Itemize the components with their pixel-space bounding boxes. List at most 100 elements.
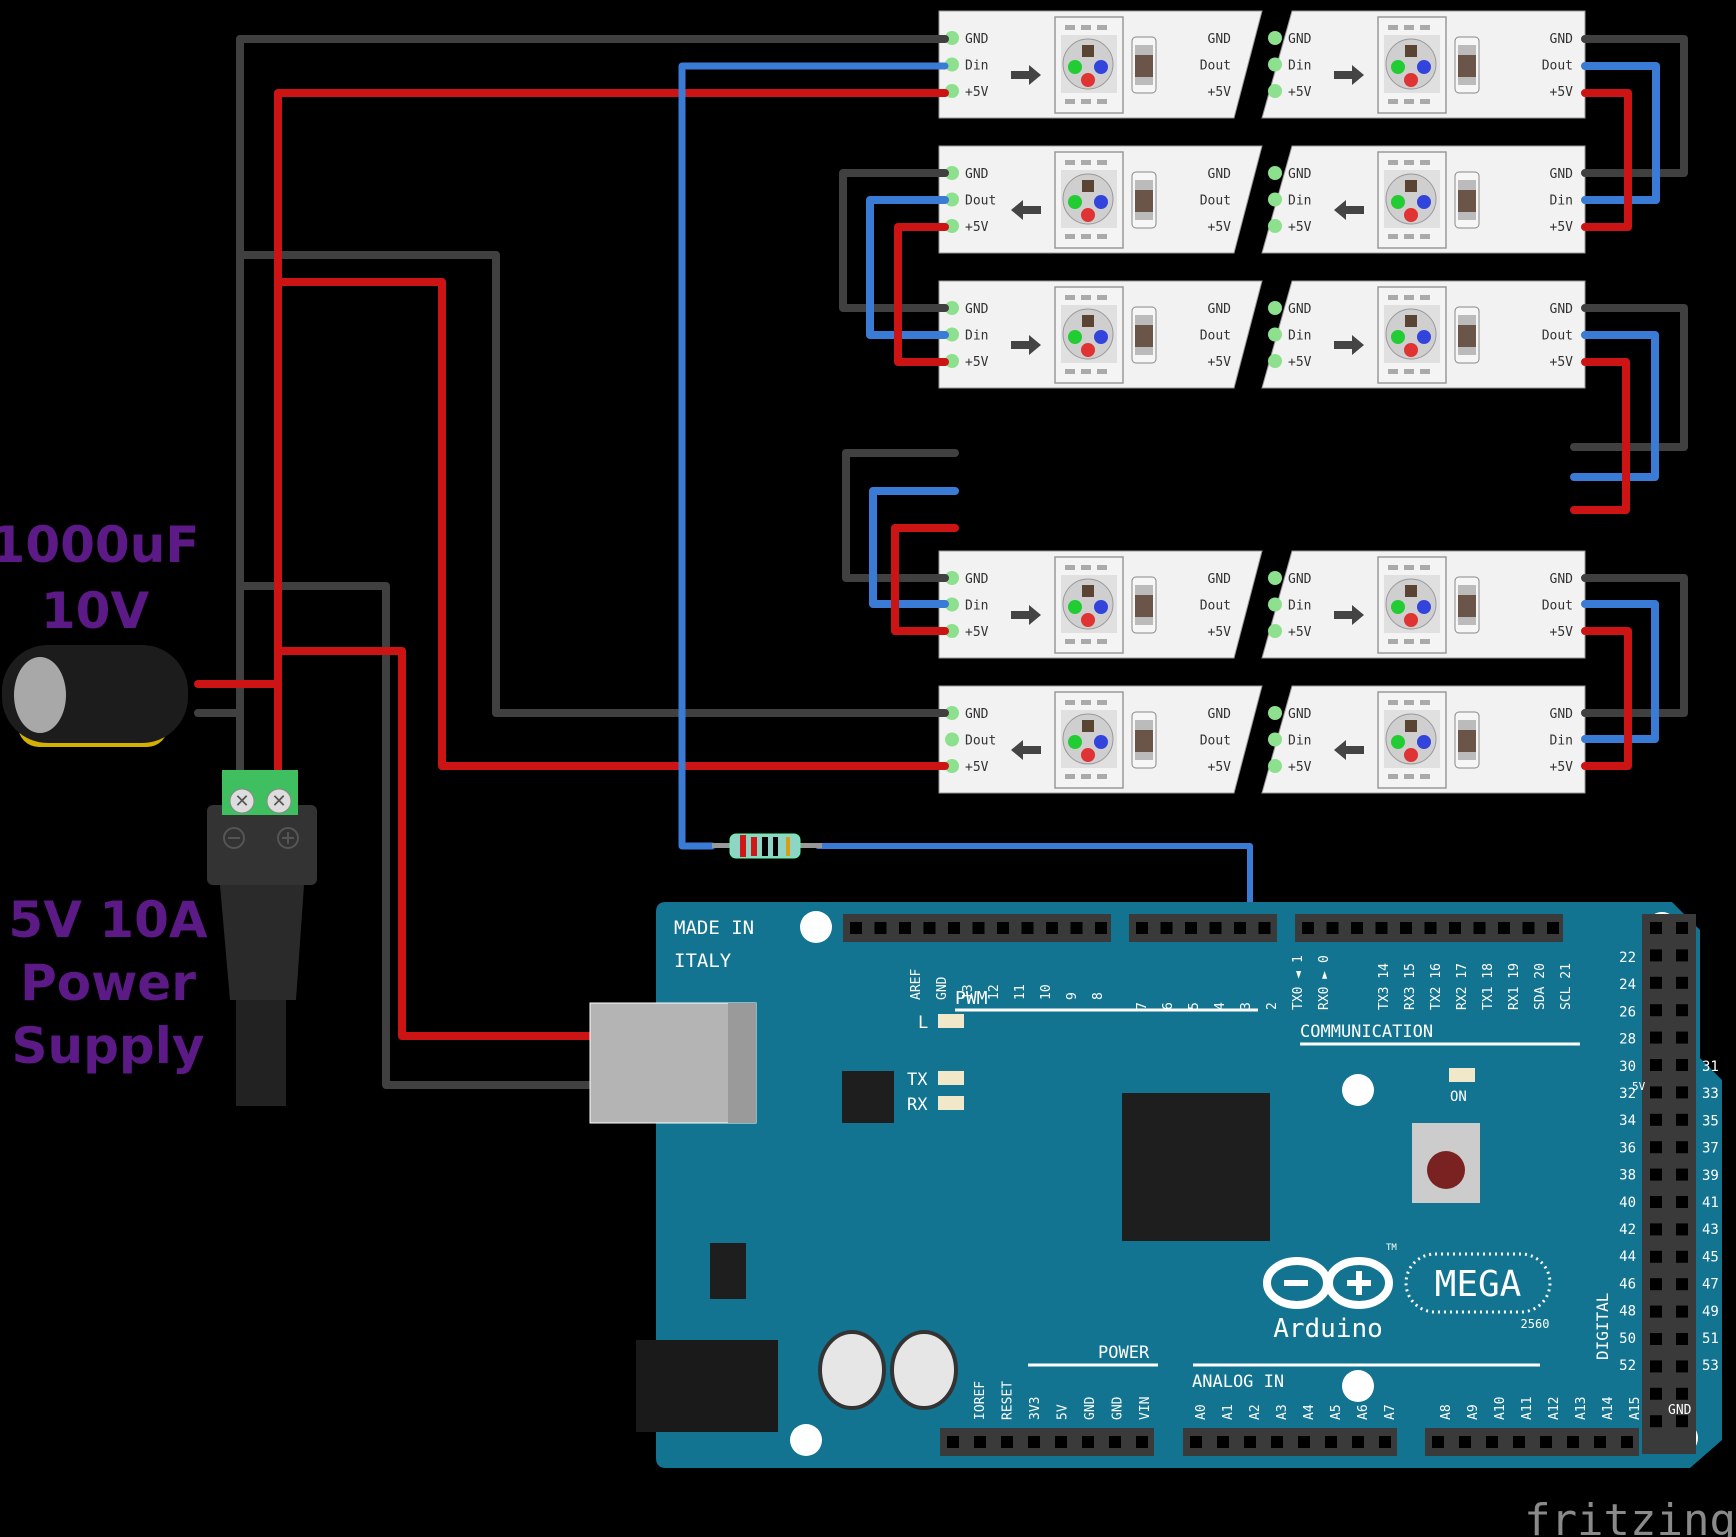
pin-pad[interactable] <box>945 166 959 180</box>
pin-label: Din <box>1288 734 1311 749</box>
board-pin-label: AREF <box>909 969 924 1000</box>
rgb-led-chip <box>1054 16 1124 114</box>
arduino-mega-board[interactable]: MADE IN ITALY PWM COMMUNICATION L TX RX … <box>589 902 1722 1468</box>
board-pin-label: 9 <box>1065 992 1080 1000</box>
pin-label: GND <box>1288 32 1312 47</box>
rgb-led-chip <box>1054 556 1124 654</box>
model-number-label: 2560 <box>1521 1317 1550 1331</box>
pin-label: GND <box>1550 707 1574 722</box>
electrolytic-capacitor[interactable] <box>2 645 188 747</box>
screw-icon: ✕ <box>271 791 286 812</box>
pin-label: Dout <box>1542 329 1573 344</box>
board-pin-label: TX1 18 <box>1481 963 1496 1010</box>
pin-pad[interactable] <box>945 571 959 585</box>
smd-capacitor <box>1131 711 1157 769</box>
arduino-brand-label: Arduino <box>1273 1314 1383 1344</box>
pin-pad[interactable] <box>945 57 959 72</box>
pin-pad[interactable] <box>1268 571 1282 585</box>
digital-pin-label: 45 <box>1702 1249 1719 1265</box>
pin-pad[interactable] <box>945 301 959 315</box>
fritzing-watermark: fritzing <box>1524 1495 1736 1537</box>
pin-pad[interactable] <box>1268 84 1282 98</box>
pin-label: GND <box>1208 572 1232 587</box>
board-pin-label: RX0 ► 0 <box>1317 955 1332 1010</box>
board-pin-label: A15 <box>1628 1397 1643 1420</box>
pin-label: Din <box>1288 59 1311 74</box>
pin-label: GND <box>1208 167 1232 182</box>
led-strip-group: GNDDin+5VGNDDout+5VGNDDin+5VGNDDout+5VGN… <box>938 10 1586 794</box>
pin-pad[interactable] <box>945 759 959 773</box>
pin-label: Dout <box>1542 599 1573 614</box>
arrow-right-icon <box>1011 335 1041 355</box>
arduino-logo <box>1263 1257 1393 1309</box>
pin-pad[interactable] <box>945 354 959 368</box>
pin-label: GND <box>1288 707 1312 722</box>
pin-pad[interactable] <box>945 597 959 612</box>
board-pin-label: SDA 20 <box>1533 963 1548 1010</box>
digital-header <box>1642 914 1696 1454</box>
pin-pad[interactable] <box>1268 219 1282 233</box>
pin-label: GND <box>1550 32 1574 47</box>
pin-label: GND <box>965 572 989 587</box>
wire-r4-r5-gnd <box>1581 574 1688 717</box>
rgb-led-chip <box>1377 16 1447 114</box>
pin-label: +5V <box>965 220 989 235</box>
capacitor-caption-value: 1000uF <box>0 516 199 574</box>
pin-pad[interactable] <box>1268 31 1282 45</box>
board-pin-label: SCL 21 <box>1559 963 1574 1010</box>
pin-pad[interactable] <box>1268 166 1282 180</box>
pin-pad[interactable] <box>1268 597 1282 612</box>
board-pin-label: 13 <box>961 984 976 1000</box>
rgb-led-chip <box>1377 151 1447 249</box>
pin-pad[interactable] <box>1268 759 1282 773</box>
board-pin-label: 6 <box>1161 1002 1176 1010</box>
board-pin-label: 2 <box>1265 1002 1280 1010</box>
pin-pad[interactable] <box>945 31 959 45</box>
pin-pad[interactable] <box>1268 706 1282 720</box>
wire-5v-usb <box>274 647 598 1040</box>
digital-pin-label: 32 <box>1619 1086 1636 1102</box>
dc-power-jack[interactable]: ✕ ✕ <box>207 770 317 1106</box>
pin-pad[interactable] <box>945 624 959 638</box>
pin-pad[interactable] <box>1268 624 1282 638</box>
board-pin-label: A12 <box>1547 1397 1562 1420</box>
pin-pad[interactable] <box>1268 57 1282 72</box>
pin-pad[interactable] <box>945 732 959 747</box>
rgb-led-chip <box>1054 691 1124 789</box>
board-pin-label: RX3 15 <box>1403 963 1418 1010</box>
pin-pad[interactable] <box>1268 192 1282 207</box>
wire-gnd-branch <box>236 251 949 717</box>
wire-5v-main <box>274 89 949 831</box>
pin-label: Dout <box>1200 599 1231 614</box>
digital-pin-label: 43 <box>1702 1222 1719 1238</box>
board-pin-label: 8 <box>1091 992 1106 1000</box>
pin-pad[interactable] <box>1268 301 1282 315</box>
board-pin-label: TX3 14 <box>1377 963 1392 1010</box>
rgb-led-chip <box>1054 286 1124 384</box>
wire-5v-branch <box>274 278 949 770</box>
pin-pad[interactable] <box>945 706 959 720</box>
pin-pad[interactable] <box>1268 732 1282 747</box>
pin-pad[interactable] <box>945 327 959 342</box>
resistor[interactable] <box>712 833 822 859</box>
mega-label: MEGA <box>1435 1264 1522 1305</box>
pin-label: +5V <box>1208 760 1232 775</box>
pin-pad[interactable] <box>1268 327 1282 342</box>
board-pin-label: TX0 ◄ 1 <box>1291 955 1306 1010</box>
board-pin-label: 3 <box>1239 1002 1254 1010</box>
pin-pad[interactable] <box>945 219 959 233</box>
pin-pad[interactable] <box>1268 354 1282 368</box>
pin-pad[interactable] <box>945 192 959 207</box>
pin-label: +5V <box>1208 625 1232 640</box>
